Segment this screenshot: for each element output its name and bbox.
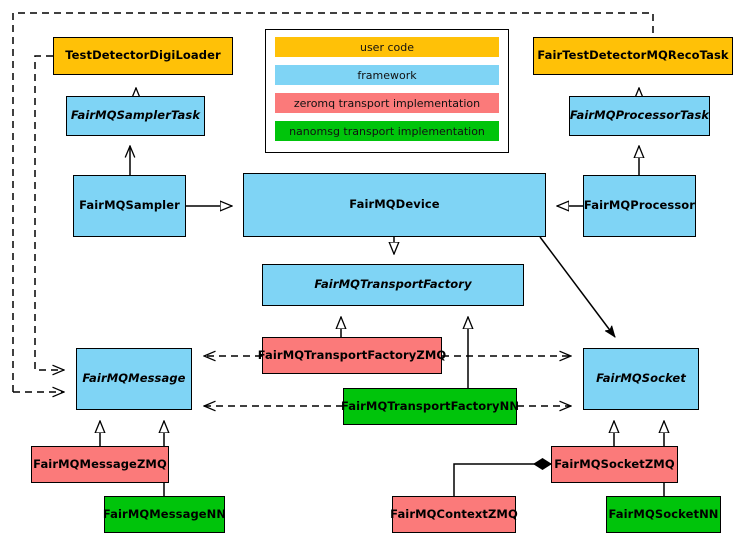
legend-item-nanomsg: nanomsg transport implementation — [275, 121, 499, 141]
class-node-FairMQTransportFactoryNN[interactable]: FairMQTransportFactoryNN — [341, 388, 519, 425]
class-node-FairMQDevice[interactable]: FairMQDevice — [243, 173, 546, 237]
class-node-TestDetectorDigiLoader[interactable]: TestDetectorDigiLoader — [53, 37, 233, 75]
legend-item-zeromq: zeromq transport implementation — [275, 93, 499, 113]
class-node-FairTestDetectorMQRecoTask[interactable]: FairTestDetectorMQRecoTask — [533, 37, 733, 75]
class-node-FairMQProcessor[interactable]: FairMQProcessor — [583, 175, 696, 237]
class-node-FairMQTransportFactory[interactable]: FairMQTransportFactory — [262, 264, 524, 306]
class-node-FairMQContextZMQ[interactable]: FairMQContextZMQ — [390, 496, 518, 533]
class-node-FairMQSocketZMQ[interactable]: FairMQSocketZMQ — [551, 446, 678, 483]
edge-digiloader-to-message — [34, 55, 64, 370]
edge-device-to-socket — [539, 236, 615, 337]
legend-item-framework: framework — [275, 65, 499, 85]
legend-item-user-code: user code — [275, 37, 499, 57]
edge-contextzmq-to-socketzmq — [453, 464, 551, 496]
class-node-FairMQMessageZMQ[interactable]: FairMQMessageZMQ — [31, 446, 169, 483]
legend-box: user code framework zeromq transport imp… — [265, 29, 509, 153]
class-node-FairMQSocketNN[interactable]: FairMQSocketNN — [606, 496, 721, 533]
class-node-FairMQMessageNN[interactable]: FairMQMessageNN — [103, 496, 226, 533]
class-node-FairMQSamplerTask[interactable]: FairMQSamplerTask — [66, 96, 205, 136]
class-node-FairMQTransportFactoryZMQ[interactable]: FairMQTransportFactoryZMQ — [258, 337, 446, 374]
class-node-FairMQProcessorTask[interactable]: FairMQProcessorTask — [569, 96, 710, 136]
class-node-FairMQSampler[interactable]: FairMQSampler — [73, 175, 186, 237]
class-node-FairMQMessage[interactable]: FairMQMessage — [76, 348, 192, 410]
class-node-FairMQSocket[interactable]: FairMQSocket — [583, 348, 699, 410]
